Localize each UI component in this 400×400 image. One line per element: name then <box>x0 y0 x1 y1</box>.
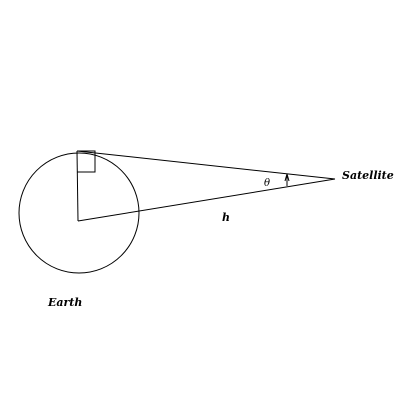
tangent-line <box>76 150 336 180</box>
distance-h-label: h <box>222 211 230 224</box>
angle-theta-arc <box>284 173 290 186</box>
right-angle-marker <box>77 150 96 173</box>
angle-theta-label: θ <box>264 178 270 189</box>
satellite-label: Satellite <box>342 169 394 182</box>
earth-circle <box>18 152 140 274</box>
earth-radius-line <box>76 150 79 222</box>
earth-label: Earth <box>47 296 82 309</box>
center-to-satellite-line <box>77 178 336 222</box>
